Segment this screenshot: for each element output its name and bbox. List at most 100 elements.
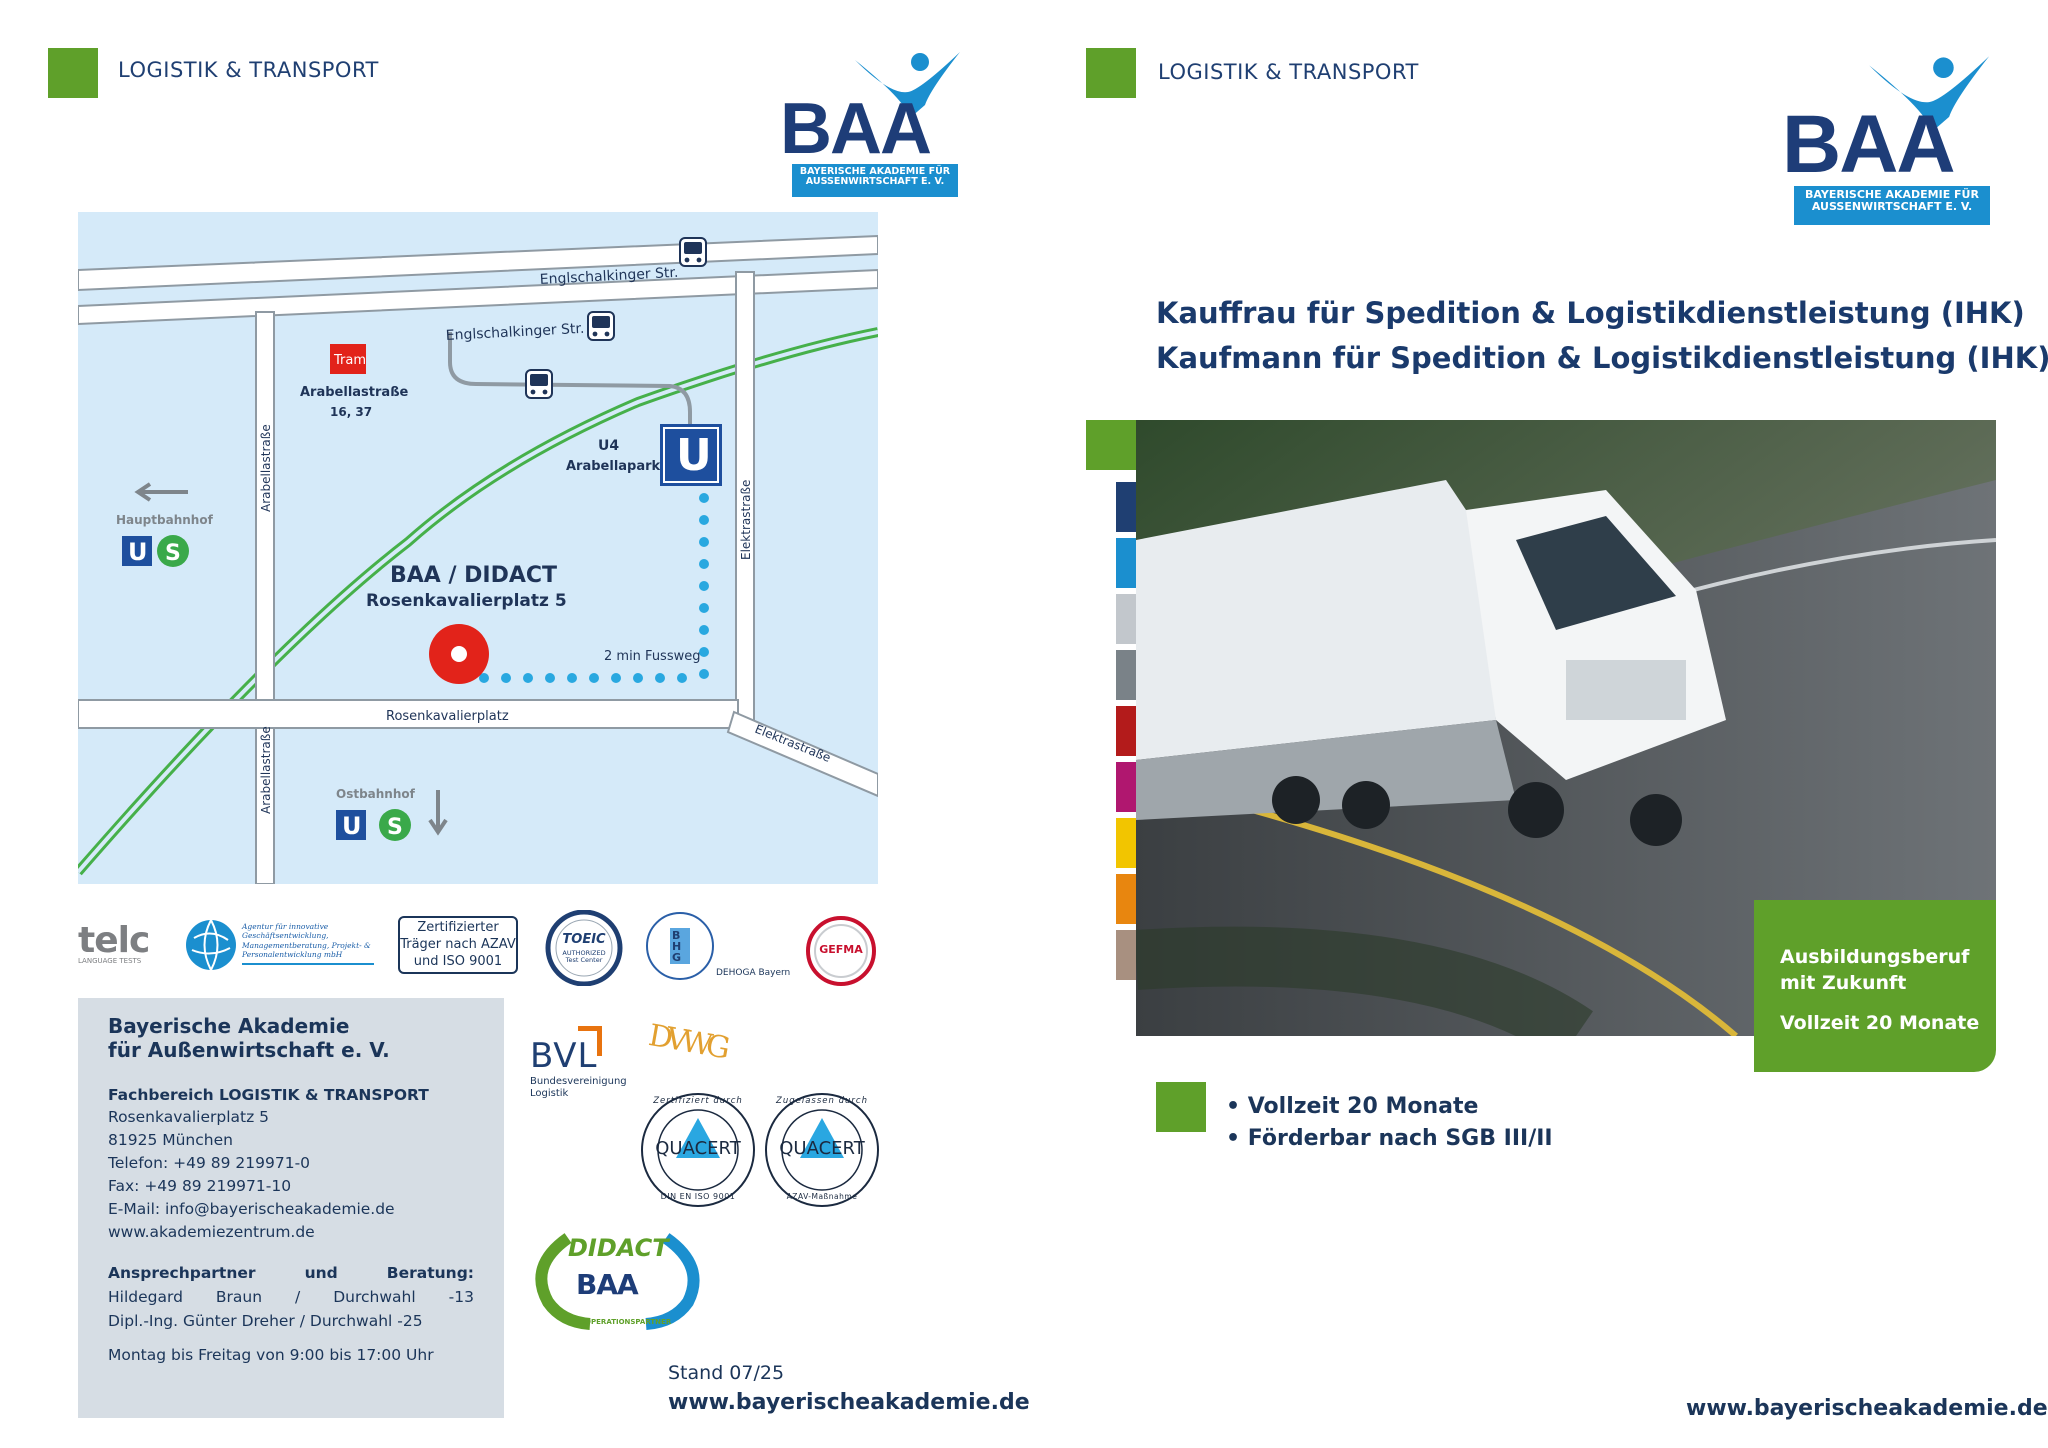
azav-line2: Träger nach AZAV <box>400 936 516 952</box>
photo-green-tab <box>1086 420 1136 470</box>
org-name-line2: für Außenwirtschaft e. V. <box>108 1038 390 1062</box>
arrow-left-icon <box>134 482 188 502</box>
phone-number: Telefon: +49 89 219971-0 <box>108 1154 311 1172</box>
color-strip-5 <box>1116 706 1136 756</box>
bus-icon <box>525 369 553 399</box>
baa-tagline: BAYERISCHE AKADEMIE FÜR AUSSENWIRTSCHAFT… <box>1794 186 1990 225</box>
s-sign-hbf-icon <box>157 535 189 567</box>
org-name-line1: Bayerische Akademie <box>108 1014 350 1038</box>
bvl-sub1: Bundesvereinigung <box>530 1076 627 1087</box>
website-url-right[interactable]: www.bayerischeakademie.de <box>1686 1396 2048 1421</box>
street-label-elektra-vertical: Elektrastraße <box>739 480 753 560</box>
u-bahn-sign-letter: U <box>676 430 712 481</box>
color-strip-7 <box>1116 818 1136 868</box>
toeic-text: TOEIC <box>562 932 606 947</box>
location-name: BAA / DIDACT <box>390 563 557 588</box>
gefma-text: GEFMA <box>819 943 863 956</box>
baa-tag-line1: BAYERISCHE AKADEMIE FÜR <box>799 166 951 177</box>
didact-swoosh-icon <box>535 1233 700 1330</box>
tram-badge-icon <box>330 344 366 374</box>
didact-baa-text: BAA <box>576 1268 639 1301</box>
toeic-logo: TOEIC AUTHORIZED Test Center <box>544 910 624 986</box>
didact-kooperation-logo: DIDACT BAA KOOPERATIONSPARTNER <box>528 1226 706 1334</box>
bhg-text: BHG <box>672 929 682 964</box>
quacert-iso-ring-icon <box>641 1093 755 1207</box>
u-sign-ost-letter: U <box>342 812 362 840</box>
gai-agentur-text: Agentur für innovative Geschäftsentwickl… <box>242 922 374 965</box>
color-strip-6 <box>1116 762 1136 812</box>
s-sign-hbf-letter: S <box>165 541 181 566</box>
section-marker-left <box>48 48 98 98</box>
quacert-iso-ring-top: Zertifiziert durch <box>653 1096 743 1106</box>
color-strip-8 <box>1116 874 1136 924</box>
contact1-part-e: -13 <box>448 1288 474 1306</box>
badge-line3: Vollzeit 20 Monate <box>1780 1012 1980 1034</box>
address-city: 81925 München <box>108 1131 233 1149</box>
tram-badge-label: Tram <box>333 353 366 368</box>
stand-date: Stand 07/25 <box>668 1362 785 1384</box>
baa-tag-line1: BAYERISCHE AKADEMIE FÜR <box>1805 188 1979 201</box>
u-sign-hbf-letter: U <box>128 538 148 566</box>
street-label-arabella-upper: Arabellastraße <box>259 424 273 512</box>
badge-line2: mit Zukunft <box>1780 972 1907 994</box>
tram-stop-name: Arabellastraße <box>300 385 409 400</box>
bvl-corner-icon <box>578 1026 602 1056</box>
bvl-logo: BVL Bundesvereinigung Logistik <box>530 1024 640 1104</box>
contact-heading-word1: Ansprechpartner <box>108 1264 256 1282</box>
baa-figure-icon <box>1869 56 1990 132</box>
baa-figure-icon <box>855 52 960 118</box>
u-sign-hbf-icon <box>122 536 152 566</box>
telc-logo: telc LANGUAGE TESTS <box>78 920 158 970</box>
dvwg-logo: DVWG <box>646 1018 727 1082</box>
color-strip-2 <box>1116 538 1136 588</box>
email-address[interactable]: E-Mail: info@bayerischeakademie.de <box>108 1200 395 1218</box>
u-bahn-sign-icon <box>660 424 722 486</box>
bhg-dehoga-logo: BHG DEHOGA Bayern <box>644 910 794 990</box>
contact-heading: Ansprechpartner und Beratung: <box>108 1264 474 1282</box>
contact-person-2: Dipl.-Ing. Günter Dreher / Durchwahl -25 <box>108 1312 423 1330</box>
contact-heading-word2: und <box>304 1264 338 1282</box>
u4-line-label: U4 <box>598 438 619 454</box>
bhg-seal-icon <box>646 912 714 980</box>
section-label-left: LOGISTIK & TRANSPORT <box>118 58 379 82</box>
course-title-line1: Kauffrau für Spedition & Logistikdienstl… <box>1156 296 2025 330</box>
didact-kooperation-text: KOOPERATIONSPARTNER <box>574 1318 672 1326</box>
globe-icon <box>186 919 236 971</box>
website-link[interactable]: www.akademiezentrum.de <box>108 1223 315 1241</box>
gai-agentur-logo: Agentur für innovative Geschäftsentwickl… <box>184 918 374 974</box>
contact-address-box: Bayerische Akademie für Außenwirtschaft … <box>78 998 504 1418</box>
baa-logo-left: BAA BAYERISCHE AKADEMIE FÜR AUSSENWIRTSC… <box>780 50 970 200</box>
contact1-part-c: / <box>295 1288 301 1306</box>
u-sign-ost-icon <box>336 810 366 840</box>
street-label-arabella-lower: Arabellastraße <box>259 726 273 814</box>
dehoga-text: DEHOGA Bayern <box>716 968 791 978</box>
contact1-part-a: Hildegard <box>108 1288 183 1306</box>
department: Fachbereich LOGISTIK & TRANSPORT <box>108 1086 429 1104</box>
quacert-azav-ring-top: Zugelassen durch <box>776 1096 868 1106</box>
office-hours: Montag bis Freitag von 9:00 bis 17:00 Uh… <box>108 1346 434 1364</box>
telc-logo-text: telc <box>78 920 150 961</box>
bvl-text: BVL <box>530 1036 598 1076</box>
bus-icon <box>587 311 615 341</box>
quacert-azav-ring-icon <box>765 1093 879 1207</box>
baa-tagline: BAYERISCHE AKADEMIE FÜR AUSSENWIRTSCHAFT… <box>792 164 958 197</box>
walking-route-dots <box>479 493 709 683</box>
quacert-azav-seal: QUACERT Zugelassen durch AZAV-Maßnahme <box>764 1092 880 1208</box>
quacert-iso-seal: QUACERT Zertifiziert durch DIN EN ISO 90… <box>640 1092 756 1208</box>
toeic-sub: AUTHORIZED Test Center <box>562 949 606 965</box>
quacert-iso-ring-bottom: DIN EN ISO 9001 <box>660 1192 736 1201</box>
website-url-left[interactable]: www.bayerischeakademie.de <box>668 1390 1030 1415</box>
azav-line3: und ISO 9001 <box>413 953 503 969</box>
address-street: Rosenkavalierplatz 5 <box>108 1108 270 1126</box>
ostbahnhof-label: Ostbahnhof <box>336 787 416 801</box>
bullets-marker <box>1156 1082 1206 1132</box>
course-title-line2: Kaufmann für Spedition & Logistikdienstl… <box>1156 341 2048 375</box>
section-label-right: LOGISTIK & TRANSPORT <box>1158 60 1419 84</box>
bullet-funding: • Förderbar nach SGB III/II <box>1226 1126 1553 1151</box>
bus-icon <box>679 237 707 267</box>
toeic-circle-icon <box>545 910 623 986</box>
program-badge: Ausbildungsberuf mit Zukunft Vollzeit 20… <box>1754 900 1996 1072</box>
street-label-top: Englschalkinger Str. <box>539 265 678 288</box>
baa-letters: BAA <box>780 89 932 169</box>
gefma-ring-icon <box>806 916 876 986</box>
